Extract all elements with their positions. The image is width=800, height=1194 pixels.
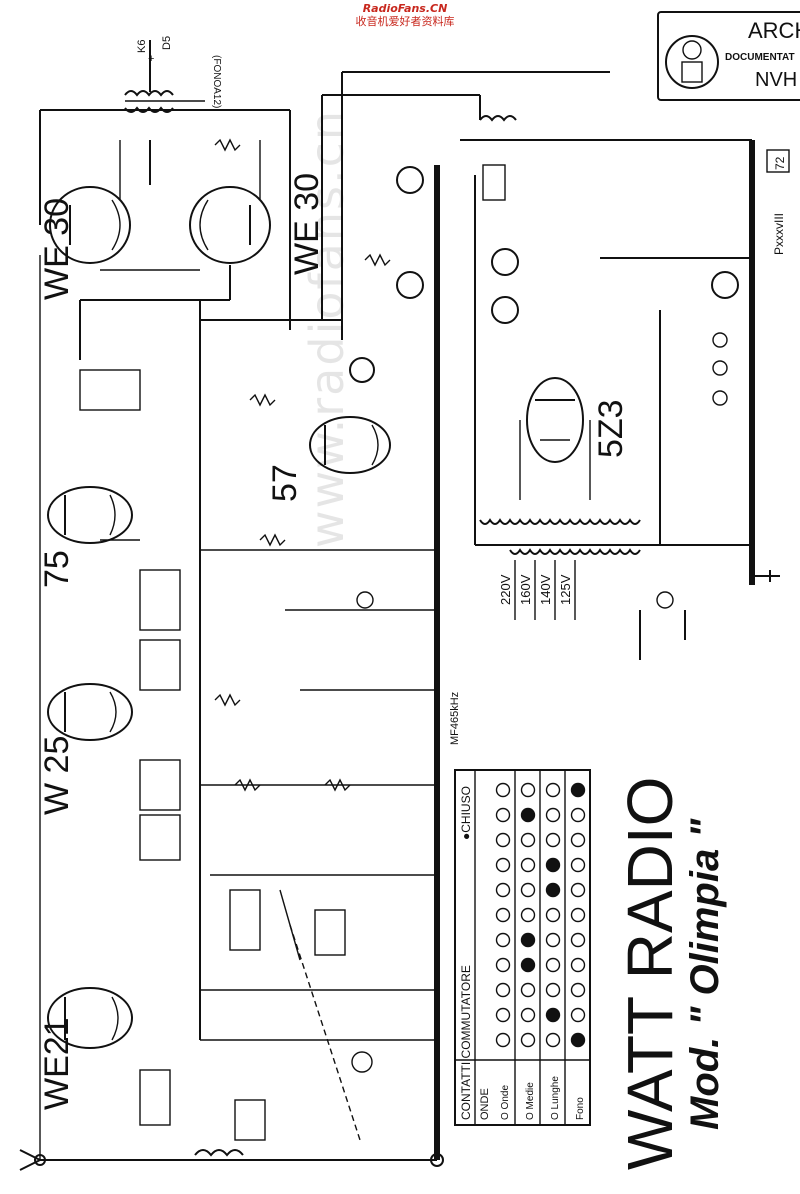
- tap-label-d5: D5: [161, 36, 173, 50]
- model-title: Mod. " Olimpia ": [683, 818, 727, 1130]
- tube-label-w25: W 25: [38, 736, 76, 815]
- switch-contact-dot: [570, 932, 586, 948]
- tube-5z3: [519, 377, 591, 500]
- switch-contact-dot: [520, 857, 536, 873]
- site-header: RadioFans.CN 收音机爱好者资料库: [330, 2, 480, 28]
- reference-code: PxxxvIII 72: [766, 149, 790, 255]
- site-url: RadioFans.CN: [362, 2, 448, 15]
- switch-contact-dot: [495, 957, 511, 973]
- switch-row-label-4: Fono: [575, 1097, 586, 1120]
- passive-components: [119, 138, 437, 1141]
- switch-contact-dot: [520, 957, 536, 973]
- switch-contact-dot: [495, 857, 511, 873]
- switch-contact-dot: [570, 882, 586, 898]
- ref-code: PxxxvIII: [772, 213, 786, 255]
- switch-contact-dot: [570, 1032, 586, 1048]
- tube-57: [309, 416, 391, 474]
- switch-contact-dot: [495, 882, 511, 898]
- archive-stamp: ARCHI DOCUMENTAT NVH: [657, 11, 800, 101]
- switch-contact-dot: [570, 857, 586, 873]
- if-transformers: [79, 115, 517, 1157]
- switch-contact-dot: [570, 782, 586, 798]
- tube-we30-pair: [39, 109, 291, 360]
- switch-table-title: CONTATTI COMMUTATORE: [459, 965, 473, 1120]
- switch-contact-dot: [570, 907, 586, 923]
- tap-label-plus: +: [148, 53, 154, 65]
- watermark: www.radiofans.cn: [300, 108, 354, 548]
- switch-contact-dot: [495, 1032, 511, 1048]
- switch-contact-dot: [520, 1007, 536, 1023]
- switch-contact-dot: [570, 957, 586, 973]
- power-transformer: 220V 160V 140V 125V: [479, 518, 753, 660]
- brand-title: WATT RADIO: [614, 777, 686, 1170]
- switch-table-onde: ONDE: [479, 1088, 491, 1120]
- switch-contact-dot: [545, 982, 561, 998]
- bus-lines: [39, 71, 755, 1161]
- tube-label-57: 57: [266, 464, 304, 502]
- switch-contact-dot: [520, 932, 536, 948]
- tube-we21: [47, 987, 133, 1049]
- switch-contact-dot: [495, 807, 511, 823]
- tube-label-we30-left: WE 30: [38, 198, 76, 300]
- switch-contact-dot: [545, 807, 561, 823]
- switch-contact-dot: [520, 882, 536, 898]
- switch-contact-dot: [545, 1007, 561, 1023]
- switch-table-legend: ●CHIUSO: [459, 786, 473, 840]
- terminals: [19, 570, 780, 1171]
- tube-label-we30-right: WE 30: [288, 173, 326, 275]
- switch-contact-dot: [520, 807, 536, 823]
- ref-number: 72: [773, 156, 787, 170]
- switch-contact-dot: [495, 907, 511, 923]
- switch-contact-dot: [545, 882, 561, 898]
- switch-contact-dot: [495, 932, 511, 948]
- switch-contact-dot: [570, 982, 586, 998]
- switch-contact-dot: [495, 782, 511, 798]
- switch-contact-dot: [570, 1007, 586, 1023]
- switch-contact-dot: [545, 832, 561, 848]
- switch-contact-dot: [495, 1007, 511, 1023]
- switch-contact-dot: [545, 932, 561, 948]
- tap-label-k6: K6: [136, 40, 148, 53]
- switch-contact-dot: [570, 807, 586, 823]
- output-transformer: K6 + D5 (FONOA12): [124, 36, 222, 113]
- switch-contact-dots: [495, 782, 586, 1048]
- stamp-line3: NVH: [755, 69, 797, 91]
- phono-label: (FONOA12): [211, 55, 222, 108]
- switch-contact-dot: [520, 907, 536, 923]
- mains-tap-125: 125V: [558, 574, 573, 605]
- switch-contact-dot: [495, 982, 511, 998]
- tube-75: [47, 486, 140, 544]
- stamp-line1: ARCHI: [748, 18, 800, 43]
- mains-tap-140: 140V: [538, 574, 553, 605]
- filter-capacitors: [349, 166, 739, 1073]
- switch-contact-dot: [545, 907, 561, 923]
- tube-w25: [47, 683, 133, 741]
- mains-tap-160: 160V: [518, 574, 533, 605]
- switch-contact-dot: [520, 782, 536, 798]
- switch-contact-dot: [520, 832, 536, 848]
- switch-contact-dot: [545, 1032, 561, 1048]
- switch-contact-dot: [545, 782, 561, 798]
- switch-contact-dot: [520, 982, 536, 998]
- stamp-line2: DOCUMENTAT: [725, 52, 795, 63]
- switch-contact-dot: [545, 857, 561, 873]
- if-frequency-label: MF465kHz: [449, 692, 461, 745]
- switch-contacts-table: CONTATTI COMMUTATORE ●CHIUSO ONDE O Onde…: [454, 769, 591, 1126]
- mains-tap-220: 220V: [498, 574, 513, 605]
- tube-label-5z3: 5Z3: [592, 399, 630, 458]
- switch-contact-dot: [545, 957, 561, 973]
- switch-row-label-2: O Medie: [525, 1082, 536, 1120]
- tube-label-we21: WE21: [38, 1017, 76, 1110]
- switch-row-label-1: O Onde: [500, 1085, 511, 1120]
- switch-contact-dot: [570, 832, 586, 848]
- switch-row-label-3: O Lunghe: [550, 1076, 561, 1120]
- switch-contact-dot: [495, 832, 511, 848]
- site-subtitle: 收音机爱好者资料库: [355, 15, 455, 28]
- tube-label-75: 75: [38, 550, 76, 588]
- switch-contact-dot: [520, 1032, 536, 1048]
